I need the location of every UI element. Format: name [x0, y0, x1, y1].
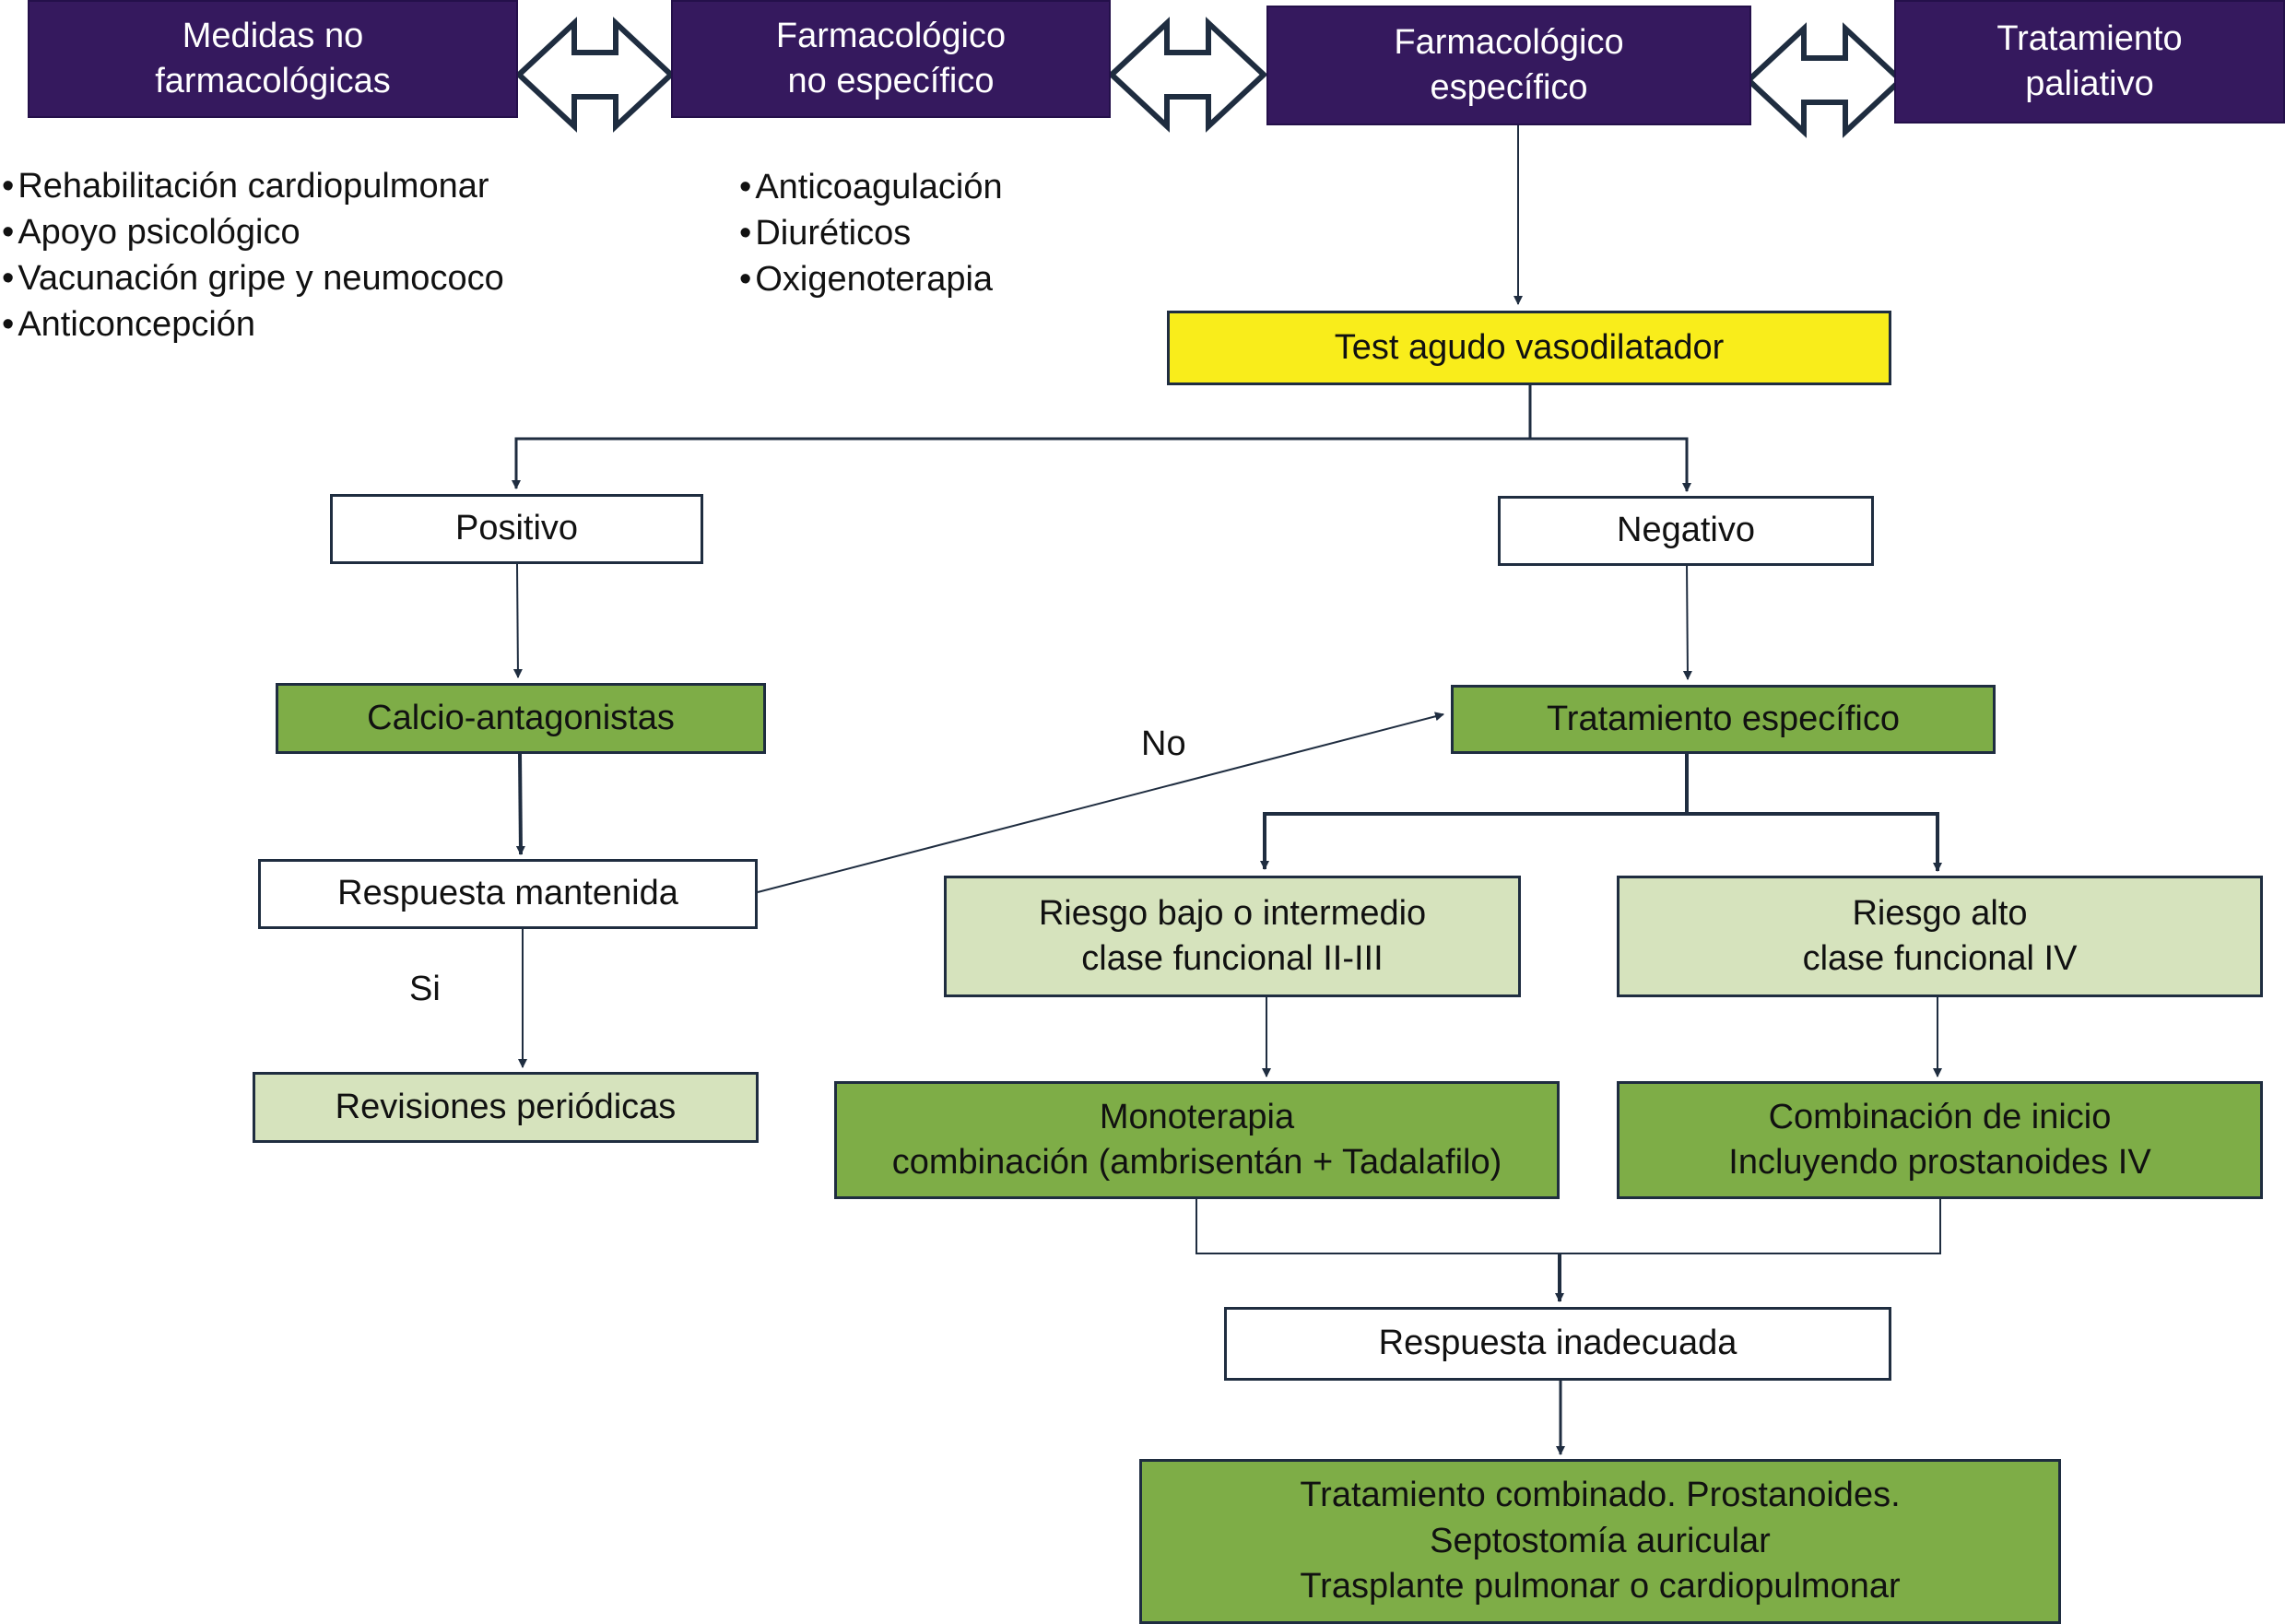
connector-merge	[1196, 1199, 1941, 1254]
node-text: Positivo	[454, 509, 579, 548]
connector-test-split	[512, 385, 1532, 489]
node-text: Calcio-antagonistas	[367, 698, 675, 737]
connector-especifico-split	[1260, 754, 1689, 870]
negativo-node: Negativo	[1498, 496, 1874, 566]
respuesta-inadecuada-node: Respuesta inadecuada	[1224, 1307, 1891, 1381]
node-text: Monoterapia	[1099, 1097, 1295, 1136]
list-item: Apoyo psicológico	[2, 209, 504, 255]
list-item: Vacunación gripe y neumococo	[2, 255, 503, 301]
header-farmacologico-no-especifico: Farmacológico no específico	[671, 0, 1111, 118]
header-line: no específico	[787, 62, 995, 100]
node-text: Test agudo vasodilatador	[1334, 327, 1725, 367]
node-text: clase funcional II-III	[1081, 939, 1384, 978]
header-line: Tratamiento	[1996, 18, 2183, 58]
riesgo-bajo-node: Riesgo bajo o intermedio clase funcional…	[944, 876, 1521, 997]
node-text: Incluyendo prostanoides IV	[1728, 1143, 2151, 1182]
node-text: clase funcional IV	[1802, 939, 2078, 978]
header-no-farmacologicas: Medidas no farmacológicas	[28, 0, 518, 118]
positivo-node: Positivo	[330, 494, 703, 564]
header-line: específico	[1430, 68, 1588, 107]
respuesta-mantenida-node: Respuesta mantenida	[258, 859, 758, 929]
connector-negativo-to-especifico	[1682, 563, 1692, 680]
calcio-antagonistas-node: Calcio-antagonistas	[276, 683, 766, 754]
header-tratamiento-paliativo: Tratamiento paliativo	[1894, 0, 2285, 124]
double-arrow-icon	[1107, 17, 1268, 133]
connector-calcio-to-respuesta	[515, 752, 525, 855]
header-line: Medidas no	[182, 16, 364, 55]
node-text: Respuesta inadecuada	[1378, 1324, 1737, 1363]
connector-positivo-to-calcio	[512, 563, 523, 678]
node-text: Trasplante pulmonar o cardiopulmonar	[1300, 1567, 1901, 1606]
connector-respuesta-no	[757, 712, 1444, 893]
node-text: Respuesta mantenida	[337, 874, 678, 913]
no-farmacologicas-list: Rehabilitación cardiopulmonar Apoyo psic…	[2, 163, 504, 347]
header-line: Farmacológico	[775, 16, 1007, 55]
node-text: combinación (ambrisentán + Tadalafilo)	[891, 1143, 1502, 1182]
node-text: Combinación de inicio	[1768, 1097, 2112, 1136]
list-item: Diuréticos	[739, 210, 1003, 256]
tratamiento-especifico-node: Tratamiento específico	[1451, 685, 1996, 754]
node-text: Tratamiento específico	[1547, 699, 1900, 738]
node-text: Septostomía auricular	[1430, 1521, 1771, 1560]
revisiones-node: Revisiones periódicas	[253, 1072, 759, 1143]
node-text: Revisiones periódicas	[335, 1087, 677, 1126]
double-arrow-icon	[1744, 22, 1905, 138]
monoterapia-node: Monoterapia combinación (ambrisentán + T…	[834, 1081, 1560, 1199]
header-line: Farmacológico	[1394, 22, 1624, 62]
node-text: Negativo	[1617, 511, 1755, 550]
header-line: farmacológicas	[155, 62, 391, 100]
connector-especifico-to-alto	[1687, 812, 1942, 872]
test-vasodilatador-node: Test agudo vasodilatador	[1167, 311, 1891, 385]
connector-test-to-negativo	[1530, 437, 1691, 492]
edge-label-no: No	[1141, 724, 1186, 763]
node-text: Riesgo bajo o intermedio	[1038, 893, 1427, 933]
list-item: Rehabilitación cardiopulmonar	[2, 163, 504, 209]
node-text: Tratamiento combinado. Prostanoides.	[1300, 1476, 1901, 1515]
header-line: paliativo	[2025, 65, 2154, 103]
list-item: Anticoncepción	[2, 301, 504, 347]
no-especifico-list: Anticoagulación Diuréticos Oxigenoterapi…	[739, 164, 1003, 302]
edge-label-si: Si	[409, 970, 441, 1008]
list-item: Oxigenoterapia	[739, 256, 1003, 302]
combinacion-inicio-node: Combinación de inicio Incluyendo prostan…	[1617, 1081, 2263, 1199]
header-farmacologico-especifico: Farmacológico específico	[1266, 6, 1751, 125]
list-item: Anticoagulación	[739, 164, 1002, 210]
riesgo-alto-node: Riesgo alto clase funcional IV	[1617, 876, 2263, 997]
tratamiento-combinado-node: Tratamiento combinado. Prostanoides. Sep…	[1139, 1459, 2061, 1624]
double-arrow-icon	[514, 17, 676, 133]
node-text: Riesgo alto	[1852, 893, 2028, 933]
